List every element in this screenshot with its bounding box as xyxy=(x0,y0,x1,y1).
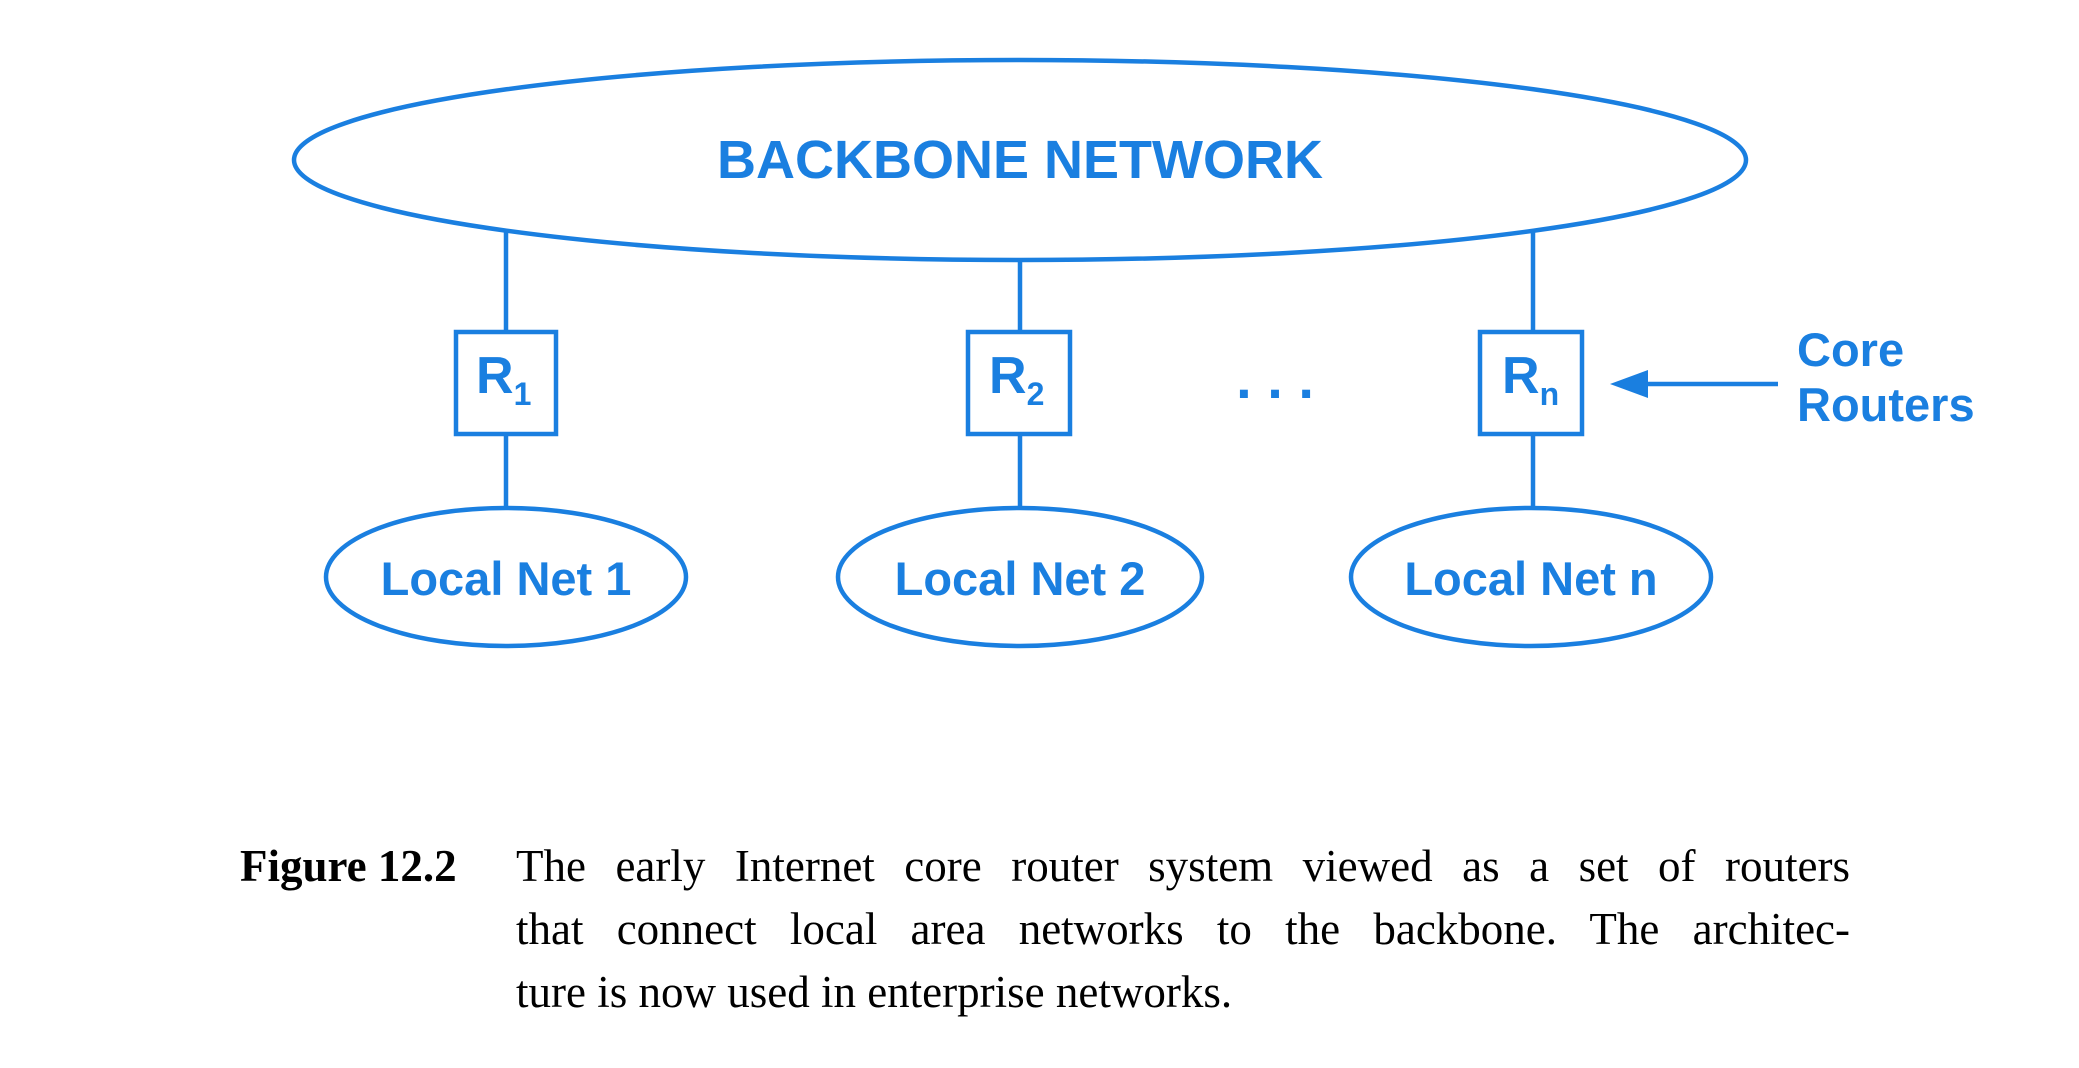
figure-label: Figure 12.2 xyxy=(240,841,457,891)
core-routers-label-line2: Routers xyxy=(1797,378,1975,431)
core-routers-label-line1: Core xyxy=(1797,323,1904,376)
caption-line-3: ture is now used in enterprise networks. xyxy=(516,967,1233,1017)
local-net-n-ellipse xyxy=(1348,505,1714,649)
caption-line-1: The early Internet core router system vi… xyxy=(516,841,1850,891)
router-n: Rn xyxy=(1477,329,1585,437)
router-1-label: R1 xyxy=(476,347,531,412)
router-2: R2 xyxy=(965,329,1073,437)
caption-text: The early Internet core router system vi… xyxy=(516,835,1850,1024)
router-1: R1 xyxy=(453,329,559,437)
network-diagram: BACKBONE NETWORK R1 R2 Rn . . . Core Rou… xyxy=(291,57,1975,649)
router-2-label: R2 xyxy=(989,347,1044,412)
local-net-1-ellipse xyxy=(323,505,689,649)
local-net-1-label: Local Net 1 xyxy=(381,552,632,605)
ellipsis: . . . xyxy=(1236,347,1314,410)
local-net-2-ellipse xyxy=(835,505,1205,649)
backbone-label: BACKBONE NETWORK xyxy=(717,130,1323,190)
local-net-2-label: Local Net 2 xyxy=(895,552,1146,605)
core-routers-arrowhead xyxy=(1610,370,1648,398)
local-net-n-label: Local Net n xyxy=(1404,552,1657,605)
caption-line-2: that connect local area networks to the … xyxy=(516,904,1850,954)
router-n-label: Rn xyxy=(1502,347,1559,412)
